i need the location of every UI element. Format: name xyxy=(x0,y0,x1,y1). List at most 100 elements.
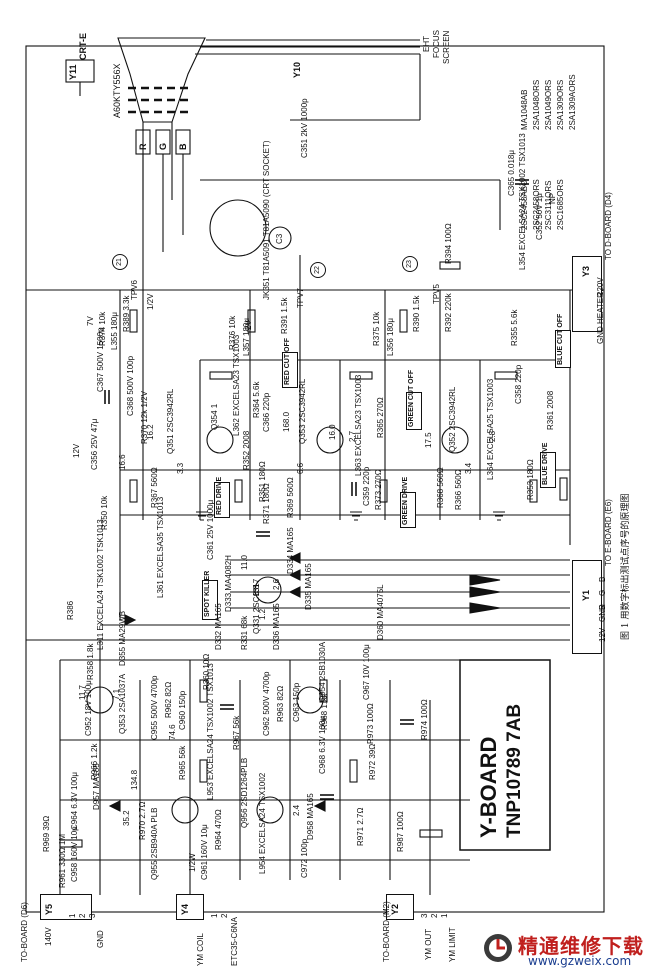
pin-b-label: B xyxy=(178,143,188,151)
y4-n2: 2 xyxy=(220,913,229,918)
y5-label: Y5 xyxy=(44,903,54,915)
lbl-b-7: R331 68k xyxy=(240,615,249,650)
spot-killer-box: SPOT KILLER xyxy=(202,571,218,620)
focus-label: FOCUS xyxy=(432,30,441,58)
lbl-b-23: R987 100Ω xyxy=(396,811,405,852)
green-cutoff-box: GREEN CUT OFF xyxy=(406,370,422,430)
v-175: 17.5 xyxy=(424,432,433,448)
v-12v: 12V xyxy=(72,443,81,458)
lbl-b-33: R971 2.7Ω xyxy=(356,807,365,846)
lbl-b-20: C963 150p xyxy=(292,682,301,722)
lbl-b-3: D335 MA165 xyxy=(304,563,313,610)
lbl-a-21: R373 270Ω xyxy=(374,469,383,510)
lbl-a-3: L355 180μ xyxy=(110,312,119,350)
blue-drive-box: BLUE DRIVE xyxy=(540,443,556,488)
lbl-a-38: C358 220p xyxy=(514,364,523,404)
v-33: 3.3 xyxy=(176,462,185,474)
lbl-a-34: R390 1.5k xyxy=(412,295,421,332)
v-34: 3.4 xyxy=(464,462,473,474)
lbl-a-28: R351 180Ω xyxy=(258,461,267,502)
red-drive-box: RED DRIVE xyxy=(214,477,230,518)
lbl-a-14: R369 560Ω xyxy=(286,477,295,518)
lbl-a-17: Q353 2SC3942RL xyxy=(298,378,307,444)
lbl-b-32: R972 39Ω xyxy=(368,743,377,780)
board-title: Y-BOARD xyxy=(476,736,501,838)
y5-n3: 3 xyxy=(88,913,97,918)
y4-n1: 1 xyxy=(210,913,219,918)
lbl-a-35: R394 100Ω xyxy=(444,223,453,264)
watermark-logo-icon xyxy=(484,934,512,962)
lbl-b-29: Q956 2SD1264PLB xyxy=(240,757,249,828)
lbl-a-6: R370 12k 1/2V xyxy=(140,391,149,444)
y2-n1: 1 xyxy=(440,913,449,918)
crt-e-label: CRT-E xyxy=(78,33,88,60)
v-746: 74.6 xyxy=(168,724,177,740)
lbl-b-30: D958 MA165 xyxy=(306,793,315,840)
c351-label: C351 2kV 1000p xyxy=(300,98,309,158)
lbl-a-25: L364 EXCELSA25 TSX1003 xyxy=(486,378,495,480)
y3-desc: TO D-BOARD (D4) xyxy=(604,192,613,260)
tt-3: 2SA1309ORS xyxy=(556,79,565,130)
lbl-b-18: C960 150p xyxy=(178,690,187,730)
y2-label: Y2 xyxy=(390,903,400,915)
test-point-23: 23 xyxy=(402,256,418,272)
lbl-a-31: R391 1.5k xyxy=(280,297,289,334)
lbl-a-0: R386 xyxy=(66,600,75,620)
v-168: 168.0 xyxy=(282,411,291,432)
tt-2: 2SA1049ORS xyxy=(544,79,553,130)
tt-0: MA1048AB xyxy=(520,89,529,130)
y1-g: G xyxy=(598,589,607,596)
tpv7-label: TPV7 xyxy=(296,287,305,308)
lbl-b-15: C952 18V 100μ xyxy=(84,680,93,736)
y5-connector: Y5 xyxy=(40,894,92,920)
y3-gnd-heater: GND HEATER xyxy=(596,292,605,344)
lbl-b-26: R967 56k xyxy=(232,715,241,750)
crt-type-label: A60KTY556X xyxy=(112,63,122,118)
lbl-a-19: C359 220p xyxy=(362,466,371,506)
lbl-b-4: D332 MA165 xyxy=(214,603,223,650)
y2-connector: Y2 xyxy=(386,894,414,920)
tpv6-label: TPV6 xyxy=(130,279,139,300)
lbl-b-2: D334 MA165 xyxy=(286,527,295,574)
lbl-b-39: R961 330Ω 1M xyxy=(58,833,67,888)
lbl-b-37: L954 EXCELSA24 TSX1002 xyxy=(258,772,267,874)
c3-label: C3 xyxy=(275,233,284,244)
y2-ym-limit: YM LIMIT xyxy=(448,927,457,962)
tt-8: 2SC1685ORS xyxy=(556,179,565,230)
lbl-a-30: L357 180μ xyxy=(242,318,251,356)
lbl-b-11: D355 MA29WB xyxy=(118,610,127,666)
lbl-b-40: C958 160V 10μ xyxy=(70,826,79,882)
lbl-b-28: L953 EXCELSA24 TSX1002 TSX1013 xyxy=(206,663,215,800)
lbl-a-33: L356 180μ xyxy=(386,318,395,356)
lbl-a-2: R389 3.3k xyxy=(122,295,131,332)
tt-6: 2SC2458ORS xyxy=(532,179,541,230)
red-cutoff-box: RED CUT OFF xyxy=(282,338,298,388)
lbl-a-5: C368 500V 100p xyxy=(126,355,135,416)
lbl-b-17: R962 82Ω xyxy=(164,681,173,718)
tt-1: 2SA1048ORS xyxy=(532,79,541,130)
blue-cutoff-box: BLUE CUT OFF xyxy=(555,314,571,368)
lbl-a-36: R392 220k xyxy=(444,293,453,332)
lbl-a-18: L363 EXCELSA23 TSX1003 xyxy=(354,374,363,476)
lbl-b-48: 1/2W xyxy=(188,853,197,872)
tt-7: 2SC3111ORS xyxy=(544,180,553,230)
v-66: 6.6 xyxy=(296,462,305,474)
lbl-a-20: C366 220p xyxy=(262,392,271,432)
y5-140v: 140V xyxy=(44,927,53,946)
y1-desc: TO E-BOARD (E6) xyxy=(604,499,613,566)
lbl-a-15: R365 270Ω xyxy=(376,397,385,438)
lbl-b-31: C968 6.3V 100μ xyxy=(318,716,327,774)
eht-label: EHT xyxy=(422,36,431,52)
v-160: 16.0 xyxy=(328,424,337,440)
y1-connector: Y1 xyxy=(572,560,602,654)
watermark-cn: 精通维修下载 xyxy=(518,934,644,958)
lbl-b-25: C962 500V 4700p xyxy=(262,671,271,737)
lbl-a-4: C367 500V 1500p xyxy=(96,327,105,393)
v-352: 35.2 xyxy=(122,810,131,826)
lbl-b-14: Q353 2SA1037A xyxy=(118,673,127,734)
lbl-b-9: L361 EXCELSA35 TSX1013 xyxy=(156,496,165,598)
lbl-b-12: R358 1.8k xyxy=(86,643,95,680)
lbl-b-27: R965 56k xyxy=(178,745,187,780)
y1-r: R xyxy=(598,604,607,610)
